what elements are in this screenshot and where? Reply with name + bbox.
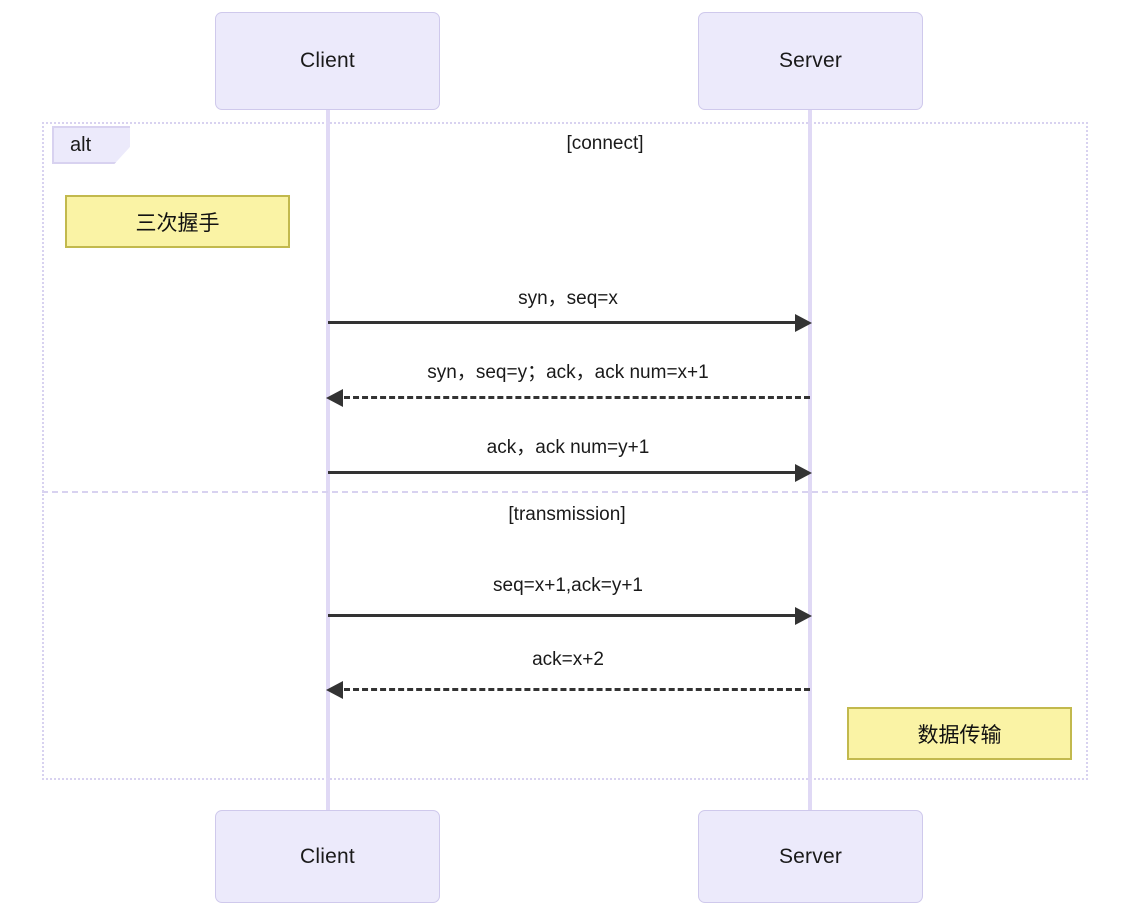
message-label-ack-num-y1: ack，ack num=y+1 (486, 437, 650, 458)
message-line-synack (344, 396, 810, 399)
alt-frame-section-divider (42, 491, 1088, 493)
note-data-transmission-label: 数据传输 (917, 723, 1002, 747)
fragment-condition-transmission: [transmission] (508, 504, 626, 525)
participant-client-top[interactable]: Client (215, 12, 440, 110)
message-label-ack-x2: ack=x+2 (532, 649, 604, 670)
fragment-condition-connect: [connect] (566, 133, 644, 154)
message-line-syn-seq-x (328, 321, 798, 324)
message-label-synack: syn，seq=y；ack，ack num=x+1 (427, 362, 709, 383)
message-arrowhead-synack (326, 389, 343, 407)
participant-server-top-label: Server (778, 49, 843, 72)
message-arrowhead-syn-seq-x (795, 314, 812, 332)
message-line-seq-x1-ack-y1 (328, 614, 798, 617)
lifeline-client (326, 108, 330, 820)
alt-frame (42, 122, 1088, 780)
message-label-syn-seq-x: syn，seq=x (518, 288, 618, 309)
participant-server-top[interactable]: Server (698, 12, 923, 110)
message-arrowhead-ack-num-y1 (795, 464, 812, 482)
note-three-way-handshake[interactable]: 三次握手 (65, 195, 290, 248)
alt-frame-operator-tab: alt (52, 126, 130, 164)
participant-client-bottom[interactable]: Client (215, 810, 440, 903)
message-label-seq-x1-ack-y1: seq=x+1,ack=y+1 (493, 575, 643, 596)
participant-client-bottom-label: Client (300, 844, 355, 868)
note-three-way-handshake-label: 三次握手 (135, 211, 220, 235)
message-line-ack-num-y1 (328, 471, 798, 474)
participant-server-bottom[interactable]: Server (698, 810, 923, 903)
message-arrowhead-ack-x2 (326, 681, 343, 699)
message-arrowhead-seq-x1-ack-y1 (795, 607, 812, 625)
participant-server-bottom-label: Server (778, 844, 843, 868)
alt-frame-operator-label: alt (70, 133, 92, 156)
note-data-transmission[interactable]: 数据传输 (847, 707, 1072, 760)
message-line-ack-x2 (344, 688, 810, 691)
participant-client-top-label: Client (300, 49, 355, 72)
